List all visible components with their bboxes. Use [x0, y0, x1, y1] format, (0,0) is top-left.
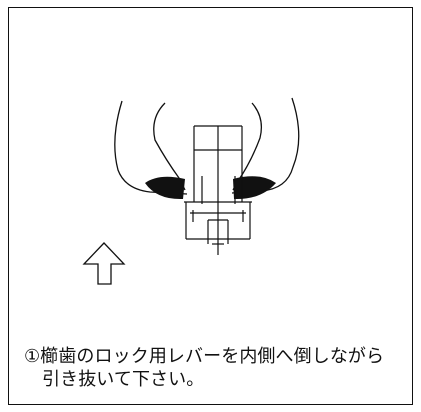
left-finger-shadow: [145, 176, 185, 200]
instruction-line-1: ①櫛歯のロック用レバーを内側へ倒しながら: [24, 346, 385, 367]
instruction-panel: [8, 7, 413, 405]
instruction-line-2: 引き抜いて下さい。: [42, 369, 205, 390]
right-hand-outline: [231, 97, 300, 194]
right-finger-shadow: [233, 176, 276, 200]
connector-body: [184, 125, 252, 255]
up-arrow-icon: [82, 242, 126, 285]
instruction-text: ①櫛歯のロック用レバーを内側へ倒しながら 引き抜いて下さい。: [24, 345, 404, 391]
left-hand-outline: [114, 100, 188, 195]
